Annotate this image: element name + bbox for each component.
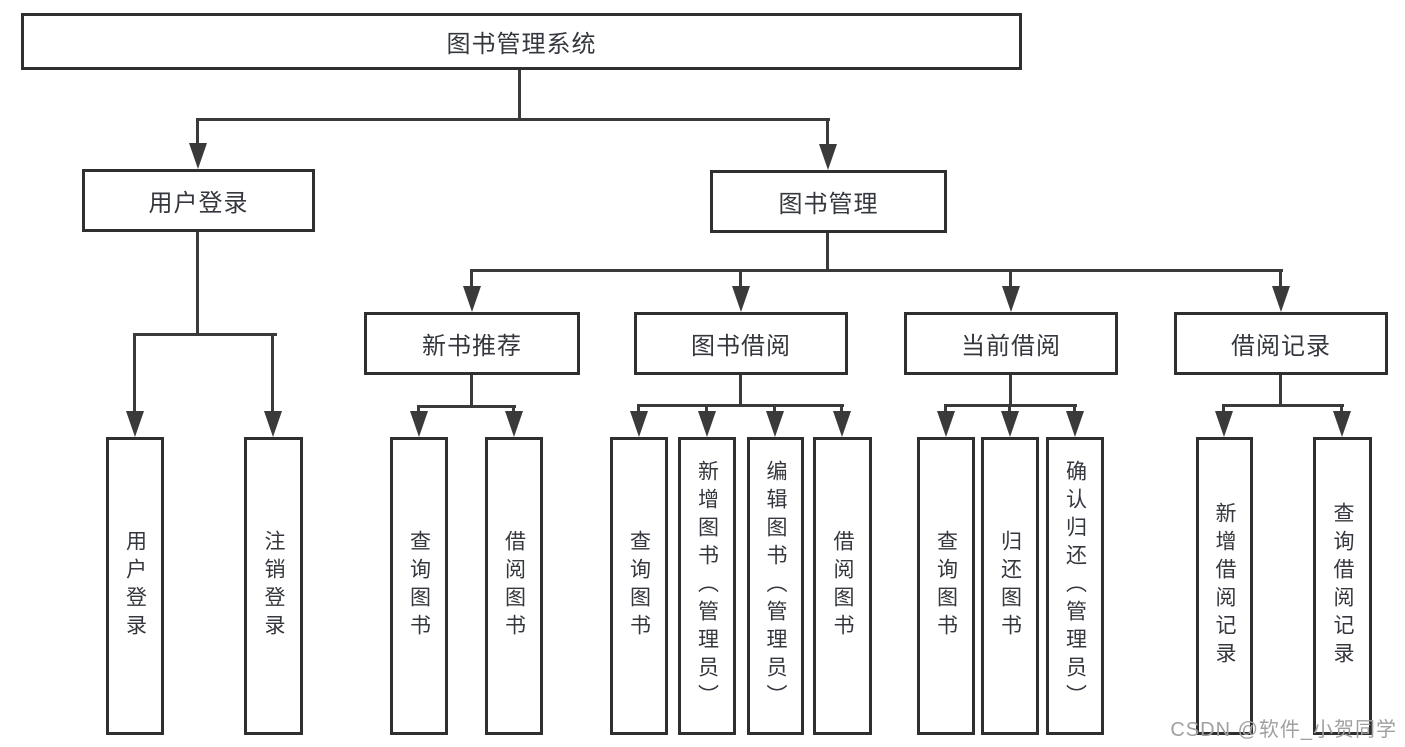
connector-line <box>417 405 516 408</box>
connector-line <box>196 232 199 335</box>
connector-line <box>1279 375 1282 406</box>
connector-line <box>1009 375 1012 406</box>
arrowhead <box>1215 411 1233 437</box>
node-borrow-books: 借阅图书 <box>813 437 872 735</box>
node-confirm-return-admin: 确认归还（管理员） <box>1046 437 1104 735</box>
arrowhead <box>126 411 144 437</box>
connector-line <box>1009 271 1012 287</box>
connector-line <box>1073 406 1076 413</box>
arrowhead <box>189 143 207 169</box>
node-user-login: 用户登录 <box>106 437 164 735</box>
connector-line <box>1340 406 1343 413</box>
connector-line <box>518 70 521 120</box>
connector-line <box>826 120 829 146</box>
arrowhead <box>505 411 523 437</box>
connector-line <box>196 120 199 146</box>
node-label: 查询图书 <box>407 530 431 642</box>
node-label: 图书管理系统 <box>446 31 597 58</box>
arrowhead <box>410 411 428 437</box>
node-label: 归还图书 <box>998 530 1022 642</box>
node-label: 图书管理 <box>778 191 879 218</box>
arrowhead <box>766 411 784 437</box>
node-label: 用户登录 <box>148 190 249 217</box>
connector-line <box>840 406 843 413</box>
node-query-books-recommend: 查询图书 <box>390 437 448 735</box>
connector-line <box>1008 406 1011 413</box>
node-borrowing-records: 借阅记录 <box>1174 312 1388 375</box>
node-label: 查询图书 <box>627 530 651 642</box>
arrowhead <box>1001 411 1019 437</box>
node-label: 查询图书 <box>934 530 958 642</box>
connector-line <box>739 271 742 287</box>
node-book-borrowing: 图书借阅 <box>634 312 848 375</box>
connector-line <box>196 118 830 121</box>
arrowhead <box>264 411 282 437</box>
connector-line <box>944 404 1077 407</box>
node-query-books-borrow: 查询图书 <box>610 437 668 735</box>
connector-line <box>1222 404 1344 407</box>
connector-line <box>944 406 947 413</box>
node-query-borrow-record: 查询借阅记录 <box>1313 437 1372 735</box>
node-current-borrowing: 当前借阅 <box>904 312 1118 375</box>
node-label: 借阅图书 <box>502 530 526 642</box>
node-logout: 注销登录 <box>244 437 303 735</box>
connector-line <box>739 375 742 406</box>
connector-line <box>637 406 640 413</box>
node-label: 当前借阅 <box>961 333 1061 360</box>
arrowhead <box>630 411 648 437</box>
connector-line <box>470 375 473 407</box>
node-label: 借阅记录 <box>1231 333 1331 360</box>
node-query-books-current: 查询图书 <box>917 437 975 735</box>
connector-line <box>417 407 420 413</box>
arrowhead <box>819 144 837 170</box>
node-user-login-module: 用户登录 <box>82 169 315 232</box>
arrowhead <box>463 286 481 312</box>
connector-line <box>133 335 136 413</box>
arrowhead <box>1002 286 1020 312</box>
connector-line <box>1279 271 1282 287</box>
arrowhead <box>833 411 851 437</box>
node-label: 借阅图书 <box>831 530 854 642</box>
connector-line <box>826 233 829 271</box>
arrowhead <box>1066 411 1084 437</box>
node-label: 图书借阅 <box>691 333 791 360</box>
node-root-system: 图书管理系统 <box>21 13 1022 70</box>
csdn-watermark: CSDN @软件_小贺同学 <box>1170 719 1397 741</box>
arrowhead <box>732 286 750 312</box>
node-new-book-recommend: 新书推荐 <box>364 312 580 375</box>
connector-line <box>470 271 473 287</box>
node-label: 确认归还（管理员） <box>1063 460 1087 712</box>
connector-line <box>512 407 515 413</box>
node-book-management-module: 图书管理 <box>710 170 947 233</box>
node-label: 用户登录 <box>123 530 147 642</box>
node-label: 查询借阅记录 <box>1331 502 1354 670</box>
connector-line <box>271 335 274 413</box>
arrowhead <box>1272 286 1290 312</box>
node-label: 新增借阅记录 <box>1213 502 1236 670</box>
node-borrow-books-recommend: 借阅图书 <box>485 437 543 735</box>
node-return-books: 归还图书 <box>981 437 1039 735</box>
node-add-books-admin: 新增图书（管理员） <box>678 437 736 735</box>
connector-line <box>637 404 844 407</box>
node-label: 新书推荐 <box>422 333 522 360</box>
connector-line <box>470 269 1283 272</box>
arrowhead <box>937 411 955 437</box>
node-label: 新增图书（管理员） <box>695 460 719 712</box>
arrowhead <box>1333 411 1351 437</box>
node-label: 注销登录 <box>262 530 285 642</box>
connector-line <box>773 406 776 413</box>
arrowhead <box>698 411 716 437</box>
connector-line <box>133 333 277 336</box>
connector-line <box>1222 406 1225 413</box>
connector-line <box>705 406 708 413</box>
node-edit-books-admin: 编辑图书（管理员） <box>747 437 804 735</box>
node-label: 编辑图书（管理员） <box>764 460 787 712</box>
node-add-borrow-record: 新增借阅记录 <box>1196 437 1253 735</box>
